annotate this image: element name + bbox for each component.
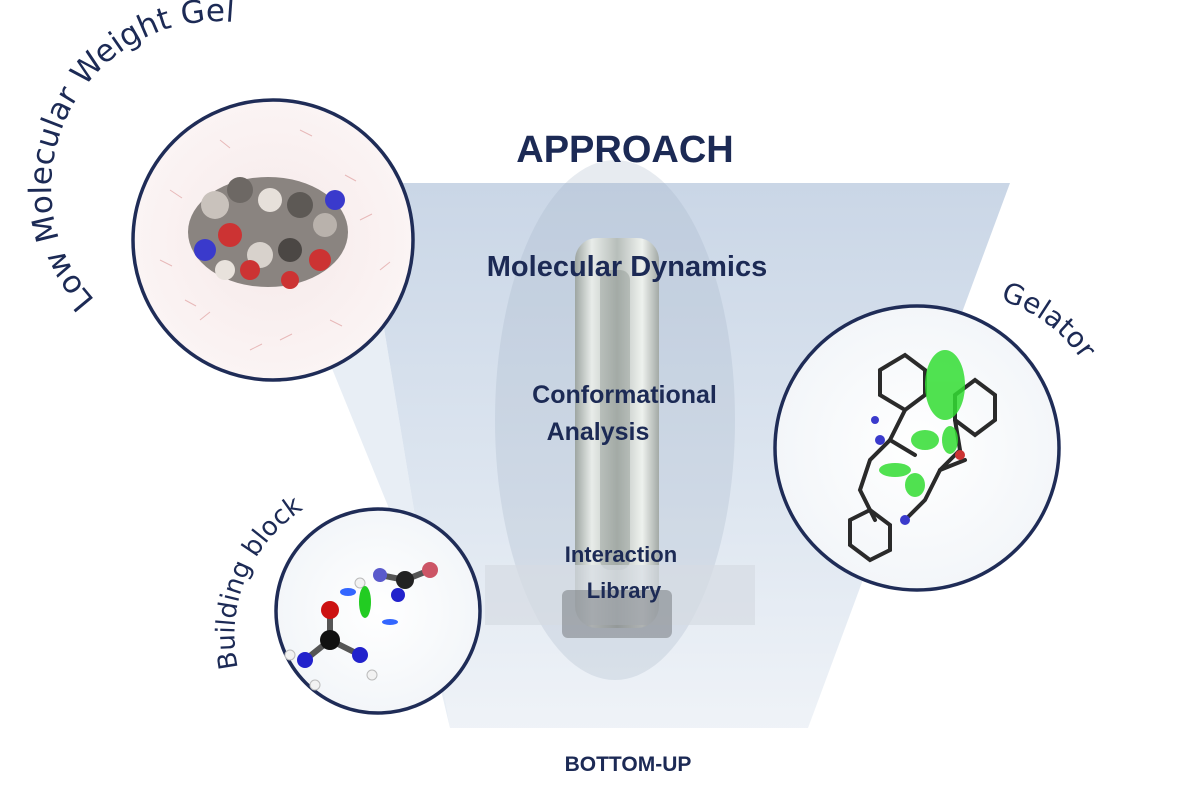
gel-circle	[131, 98, 415, 382]
level-molecular-dynamics: Molecular Dynamics	[487, 251, 767, 283]
gel-molecule-cluster	[188, 177, 348, 289]
building-block-circle	[274, 507, 482, 715]
gel-solvent-pattern	[159, 129, 391, 351]
footer-bottom-up: BOTTOM-UP	[565, 753, 692, 776]
level-interaction-line2: Library	[587, 578, 662, 603]
gelator-interaction-surface	[879, 350, 965, 497]
level-conformational-line1: Conformational	[532, 381, 717, 409]
vial-body	[575, 238, 659, 628]
gelator-circle	[773, 304, 1061, 592]
level-conformational-analysis: Conformational Analysis	[532, 381, 724, 446]
level-interaction-line1: Interaction	[565, 542, 677, 567]
level-interaction-library: Interaction Library	[565, 542, 684, 603]
gelator-molecule	[848, 352, 997, 563]
building-block-circle-bg	[274, 507, 482, 715]
gel-vial	[485, 160, 755, 680]
vial-base	[562, 590, 672, 638]
diagram-title: APPROACH	[516, 129, 733, 171]
vial-inner	[600, 270, 630, 570]
building-block-molecule	[284, 562, 438, 691]
gelator-heteroatoms	[871, 416, 965, 525]
level-conformational-line2: Analysis	[547, 418, 650, 446]
